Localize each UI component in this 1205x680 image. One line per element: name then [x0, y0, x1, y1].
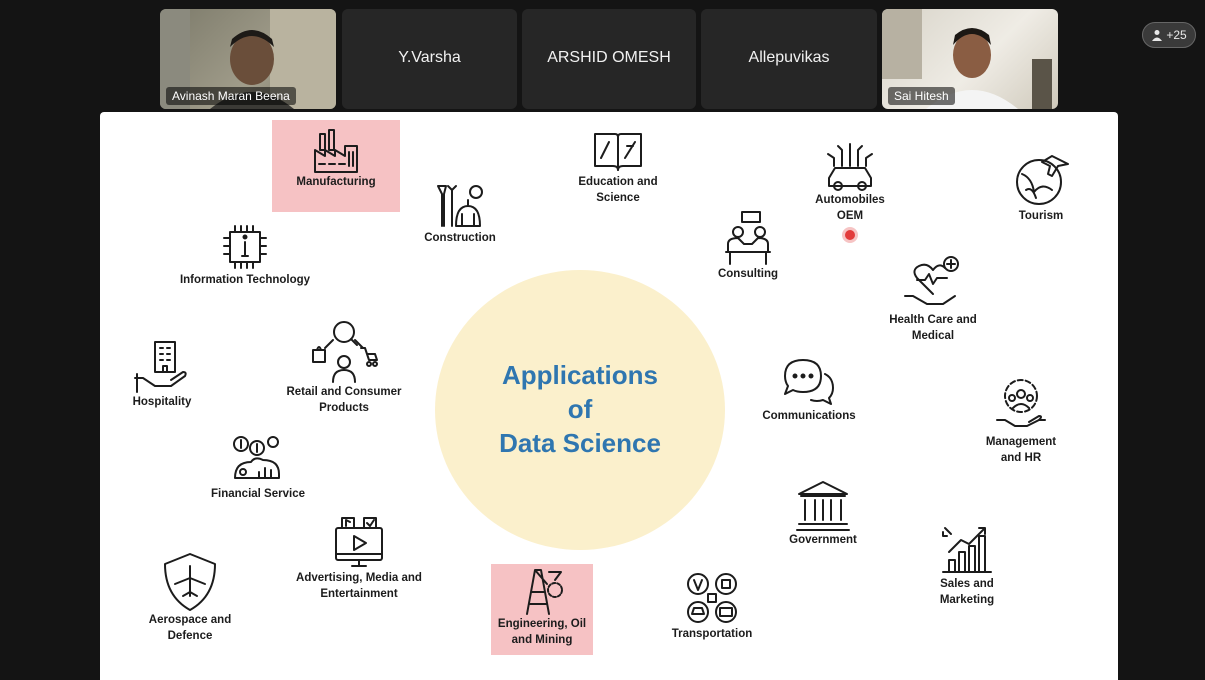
- monitor-media-icon: [335, 517, 383, 567]
- item-hospitality: Hospitality: [122, 338, 202, 410]
- item-financial: Financial Service: [198, 434, 318, 502]
- title-line: Data Science: [499, 428, 661, 458]
- item-label: Hospitality: [132, 396, 192, 408]
- center-circle: [435, 270, 725, 550]
- item-label: Entertainment: [320, 588, 398, 600]
- item-label: Government: [789, 534, 857, 546]
- chat-bubbles-icon: [784, 359, 834, 405]
- item-label: OEM: [836, 210, 864, 222]
- participant-tile[interactable]: ARSHID OMESH: [522, 9, 696, 109]
- pointer-dot: [845, 230, 855, 240]
- item-label: Tourism: [1018, 210, 1064, 222]
- item-label: Aerospace and: [148, 614, 232, 626]
- slide-title: Applications of Data Science: [435, 358, 725, 460]
- team-gear-icon: [996, 379, 1046, 427]
- item-label: Consulting: [717, 268, 779, 280]
- item-label: and Mining: [511, 634, 573, 646]
- book-icon: [594, 133, 642, 171]
- item-label: Retail and Consumer: [286, 386, 402, 398]
- participant-name: Avinash Maran Beena: [166, 87, 296, 105]
- item-label: Products: [319, 402, 369, 414]
- item-label: Health Care and: [889, 314, 977, 326]
- participant-strip: Avinash Maran Beena Y.Varsha ARSHID OMES…: [0, 0, 1205, 112]
- item-label: Management: [985, 436, 1057, 448]
- consulting-icon: [725, 211, 771, 265]
- item-engineering: Engineering, Oil and Mining: [491, 566, 593, 648]
- item-label: Engineering, Oil: [497, 618, 587, 630]
- item-label: Medical: [911, 330, 955, 342]
- item-aerospace: Aerospace and Defence: [134, 552, 246, 644]
- item-information-technology: Information Technology: [162, 222, 328, 288]
- tools-helmet-icon: [437, 185, 483, 227]
- participant-name: ARSHID OMESH: [547, 49, 671, 66]
- item-manufacturing: Manufacturing: [278, 128, 394, 190]
- item-government: Government: [776, 480, 870, 548]
- item-label: Manufacturing: [296, 176, 376, 188]
- item-health: Health Care and Medical: [876, 254, 990, 344]
- factory-icon: [314, 129, 358, 173]
- item-management: Management and HR: [974, 376, 1068, 466]
- item-label: Defence: [167, 630, 213, 642]
- shared-slide: Applications of Data Science Manufacturi…: [100, 112, 1118, 680]
- item-label: Construction: [424, 232, 496, 244]
- item-advertising: Advertising, Media and Entertainment: [286, 516, 432, 602]
- item-sales: Sales and Marketing: [922, 522, 1012, 608]
- participants-overflow-button[interactable]: +25: [1142, 22, 1196, 48]
- participant-name: Y.Varsha: [398, 49, 461, 66]
- globe-plane-icon: [1016, 155, 1069, 205]
- item-retail: Retail and Consumer Products: [272, 318, 416, 416]
- item-label: Marketing: [939, 594, 995, 606]
- participant-video-tile[interactable]: Avinash Maran Beena: [160, 9, 336, 109]
- item-construction: Construction: [410, 182, 510, 246]
- highlight-manufacturing: [272, 120, 400, 212]
- participant-tile[interactable]: Allepuvikas: [701, 9, 877, 109]
- heart-hand-icon: [904, 256, 959, 305]
- item-communications: Communications: [750, 356, 868, 424]
- item-label: Transportation: [671, 628, 753, 640]
- jet-shield-icon: [164, 553, 216, 611]
- participant-video-tile[interactable]: Sai Hitesh: [882, 9, 1058, 109]
- item-consulting: Consulting: [698, 210, 798, 282]
- item-label: Information Technology: [179, 274, 311, 286]
- car-circuit-icon: [827, 143, 873, 191]
- overflow-count: +25: [1166, 28, 1187, 42]
- government-building-icon: [796, 481, 850, 531]
- person-icon: [1152, 30, 1163, 41]
- item-label: Advertising, Media and: [296, 572, 422, 584]
- item-automobiles: Automobiles OEM: [800, 140, 900, 224]
- item-label: Automobiles: [815, 194, 885, 206]
- item-label: Communications: [762, 410, 856, 422]
- chip-icon: [223, 225, 267, 269]
- transport-icon: [687, 573, 737, 623]
- item-label: and HR: [1000, 452, 1042, 464]
- item-label: Sales and: [940, 578, 994, 590]
- participant-tile[interactable]: Y.Varsha: [342, 9, 517, 109]
- item-education: Education and Science: [560, 128, 676, 206]
- building-hand-icon: [134, 341, 187, 393]
- item-label: Financial Service: [211, 488, 305, 500]
- retail-icon: [312, 321, 378, 383]
- oil-rig-icon: [526, 569, 563, 615]
- title-line: Applications: [501, 360, 658, 390]
- growth-chart-icon: [942, 527, 992, 573]
- item-transportation: Transportation: [660, 570, 764, 642]
- participant-name: Allepuvikas: [748, 49, 830, 66]
- item-label: Science: [596, 192, 640, 204]
- coins-icon: [233, 436, 280, 479]
- participant-name: Sai Hitesh: [888, 87, 955, 105]
- item-tourism: Tourism: [996, 152, 1086, 224]
- title-line: of: [567, 394, 593, 424]
- item-label: Education and: [578, 176, 658, 188]
